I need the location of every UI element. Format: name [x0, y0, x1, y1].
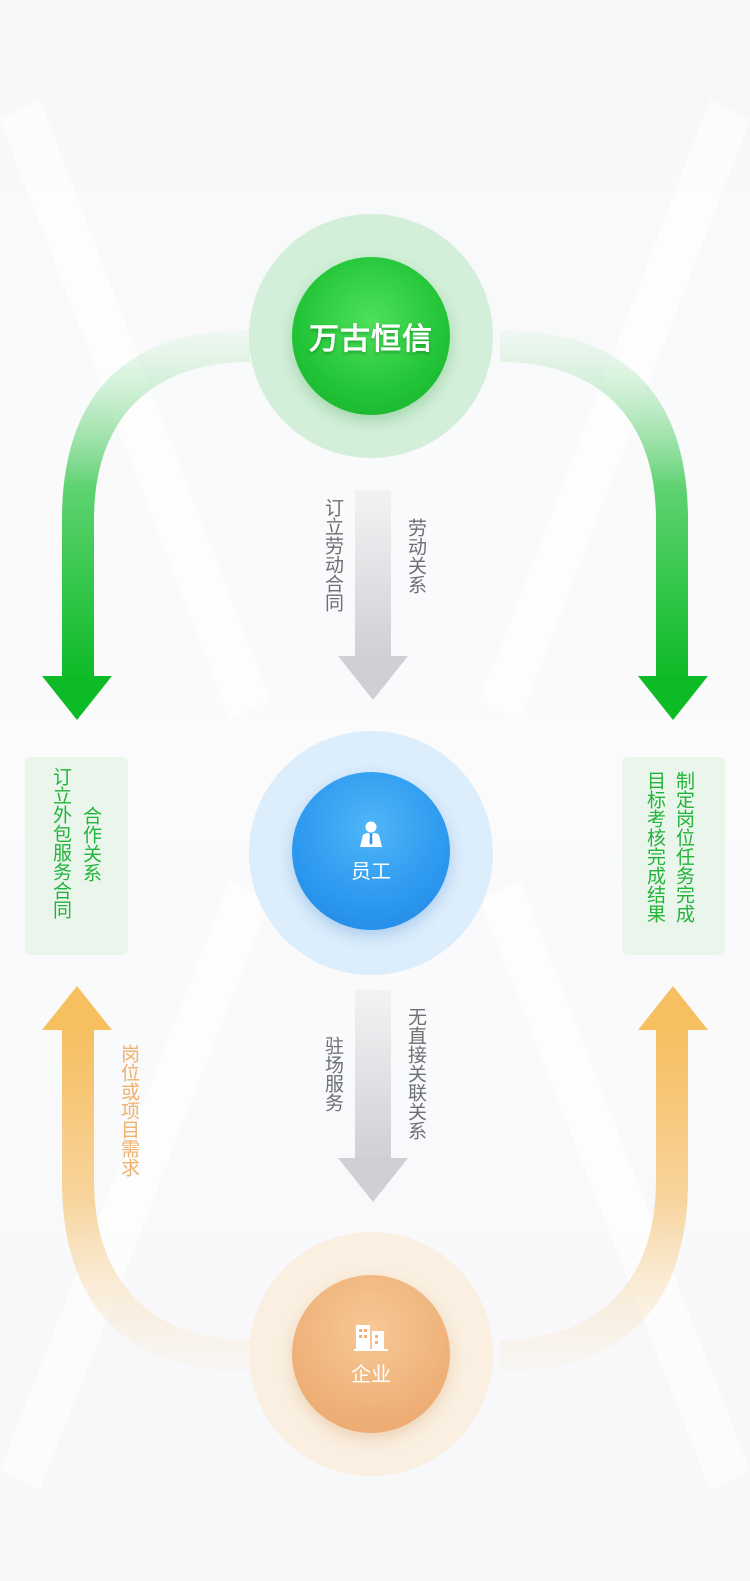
top-node-title: 万古恒信: [309, 322, 433, 357]
label-labor-relation: 劳动关系: [405, 518, 427, 594]
label-position-demand: 岗位或项目需求: [118, 1044, 140, 1177]
employee-label: 员工: [351, 858, 391, 883]
green-arrow-right: [500, 330, 708, 720]
label-onsite-service: 驻场服务: [322, 1036, 344, 1112]
label-outsourcing-contract: 订立外包服务合同: [50, 767, 72, 919]
orange-arrow-right: [500, 986, 708, 1372]
label-assessment-result: 目标考核完成结果: [644, 771, 666, 923]
green-arrow-left: [42, 330, 250, 720]
building-icon: [354, 1324, 388, 1351]
right-relation-box: [622, 757, 725, 955]
company-label: 企业: [351, 1361, 391, 1386]
employee-node: 员工: [292, 772, 450, 930]
orange-arrow-left: [42, 986, 250, 1372]
top-node: 万古恒信: [292, 257, 450, 415]
label-sign-labor-contract: 订立劳动合同: [322, 498, 344, 612]
label-cooperation: 合作关系: [80, 806, 102, 882]
company-node: 企业: [292, 1275, 450, 1433]
label-no-direct-relation: 无直接关联关系: [405, 1007, 427, 1140]
gray-arrow-top: [338, 490, 408, 700]
left-relation-box: [25, 757, 128, 955]
gray-arrow-bottom: [338, 990, 408, 1202]
label-set-task: 制定岗位任务完成: [673, 771, 695, 923]
person-icon: [360, 821, 382, 847]
background-streaks: [0, 100, 750, 1490]
